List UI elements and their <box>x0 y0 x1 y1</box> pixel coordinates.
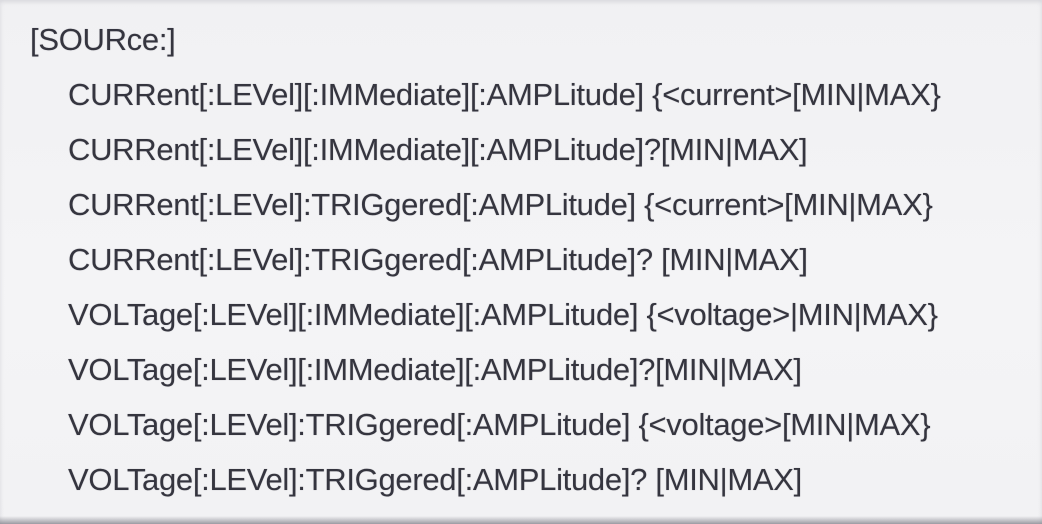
scpi-command-line-current-triggered-query: CURRent[:LEVel]:TRIGgered[:AMPLitude]? [… <box>68 242 808 277</box>
scpi-command-line-current-immediate-query: CURRent[:LEVel][:IMMediate][:AMPLitude]?… <box>68 132 808 167</box>
scpi-command-line-current-triggered-set: CURRent[:LEVel]:TRIGgered[:AMPLitude] {<… <box>68 187 933 222</box>
scpi-command-line-current-immediate-set: CURRent[:LEVel][:IMMediate][:AMPLitude] … <box>68 77 941 112</box>
scpi-command-line-voltage-immediate-query: VOLTage[:LEVel][:IMMediate][:AMPLitude]?… <box>68 352 802 387</box>
scpi-command-line-voltage-triggered-set: VOLTage[:LEVel]:TRIGgered[:AMPLitude] {<… <box>68 407 931 442</box>
bottom-edge-shadow <box>0 516 1042 524</box>
scpi-command-line-voltage-triggered-query: VOLTage[:LEVel]:TRIGgered[:AMPLitude]? [… <box>68 462 802 497</box>
scpi-command-line-voltage-immediate-set: VOLTage[:LEVel][:IMMediate][:AMPLitude] … <box>68 297 938 332</box>
scpi-group-header: [SOURce:] <box>30 22 176 57</box>
